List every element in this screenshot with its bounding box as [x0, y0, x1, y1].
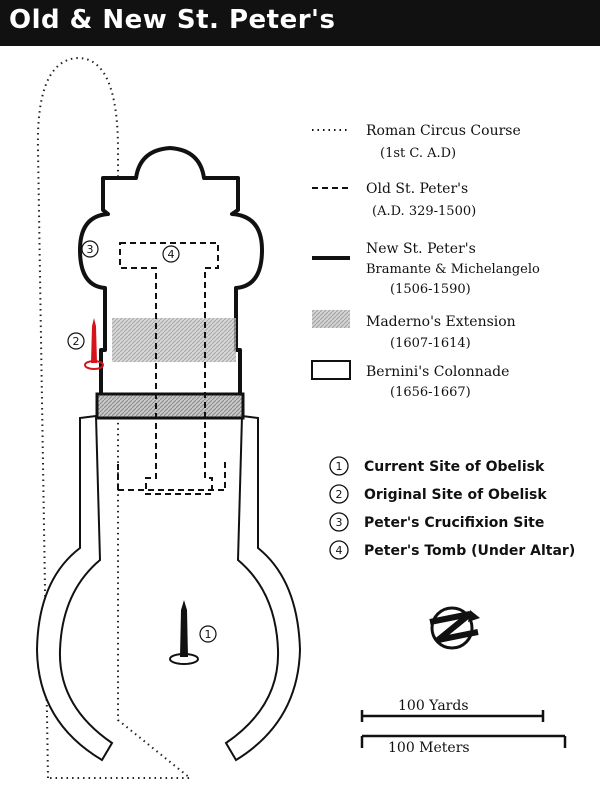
legend-sub-new-st-peters: Bramante & Michelangelo [366, 262, 540, 277]
legend-label-maderno: Maderno's Extension [366, 314, 516, 330]
svg-text:Peter's Crucifixion Site: Peter's Crucifixion Site [364, 515, 544, 531]
marker-3: 3 [81, 240, 99, 258]
svg-text:1: 1 [205, 628, 212, 641]
svg-text:Original Site of Obelisk: Original Site of Obelisk [364, 487, 547, 503]
marker-4: 4 [162, 245, 180, 263]
marker-1: 1 [199, 625, 217, 643]
legend-label-bernini: Bernini's Colonnade [366, 364, 509, 380]
maderno-extension-shape [112, 318, 236, 362]
svg-text:Peter's Tomb (Under Altar): Peter's Tomb (Under Altar) [364, 543, 575, 559]
title-bar: Old & New St. Peter's [0, 0, 600, 46]
key-item-2: 2 Original Site of Obelisk [329, 484, 547, 504]
old-st-peters-atrium [117, 462, 226, 491]
svg-text:3: 3 [336, 516, 343, 529]
legend-label-old-st-peters: Old St. Peter's [366, 181, 468, 197]
bernini-colonnade-shape-right [224, 414, 302, 762]
key-item-3: 3 Peter's Crucifixion Site [329, 512, 544, 532]
roman-circus-outline [36, 56, 193, 779]
svg-text:4: 4 [168, 248, 175, 261]
bernini-colonnade-shape [35, 414, 114, 762]
legend-sub-old-st-peters: (A.D. 329-1500) [372, 204, 476, 219]
legend-sub-maderno: (1607-1614) [390, 336, 471, 351]
svg-text:Current Site of Obelisk: Current Site of Obelisk [364, 459, 545, 475]
legend: Roman Circus Course (1st C. A.D) Old St.… [311, 123, 540, 400]
north-arrow-icon [429, 606, 480, 650]
svg-text:4: 4 [336, 544, 343, 557]
legend-sub2-new-st-peters: (1506-1590) [390, 282, 471, 297]
scale-label-yards: 100 Yards [398, 698, 469, 714]
legend-label-roman-circus: Roman Circus Course [366, 123, 521, 139]
map-title: Old & New St. Peter's [9, 5, 336, 35]
scale-label-meters: 100 Meters [388, 740, 470, 756]
key-item-1: 1 Current Site of Obelisk [329, 456, 545, 476]
old-st-peters-outline [119, 242, 219, 495]
legend-swatch-maderno [312, 310, 350, 328]
key-item-4: 4 Peter's Tomb (Under Altar) [329, 540, 575, 560]
obelisk-current-icon [169, 600, 199, 665]
legend-sub-bernini: (1656-1667) [390, 385, 471, 400]
svg-text:2: 2 [73, 335, 80, 348]
legend-swatch-bernini [311, 360, 351, 380]
legend-label-new-st-peters: New St. Peter's [366, 241, 476, 257]
marker-2: 2 [67, 332, 85, 350]
scale-bar: 100 Yards 100 Meters [360, 698, 567, 756]
svg-text:2: 2 [336, 488, 343, 501]
legend-sub-roman-circus: (1st C. A.D) [380, 146, 456, 161]
svg-text:1: 1 [336, 460, 343, 473]
obelisk-original-icon [84, 318, 104, 370]
numbered-key: 1 Current Site of Obelisk 2 Original Sit… [329, 456, 575, 560]
svg-text:3: 3 [87, 243, 94, 256]
maderno-facade [95, 392, 245, 420]
